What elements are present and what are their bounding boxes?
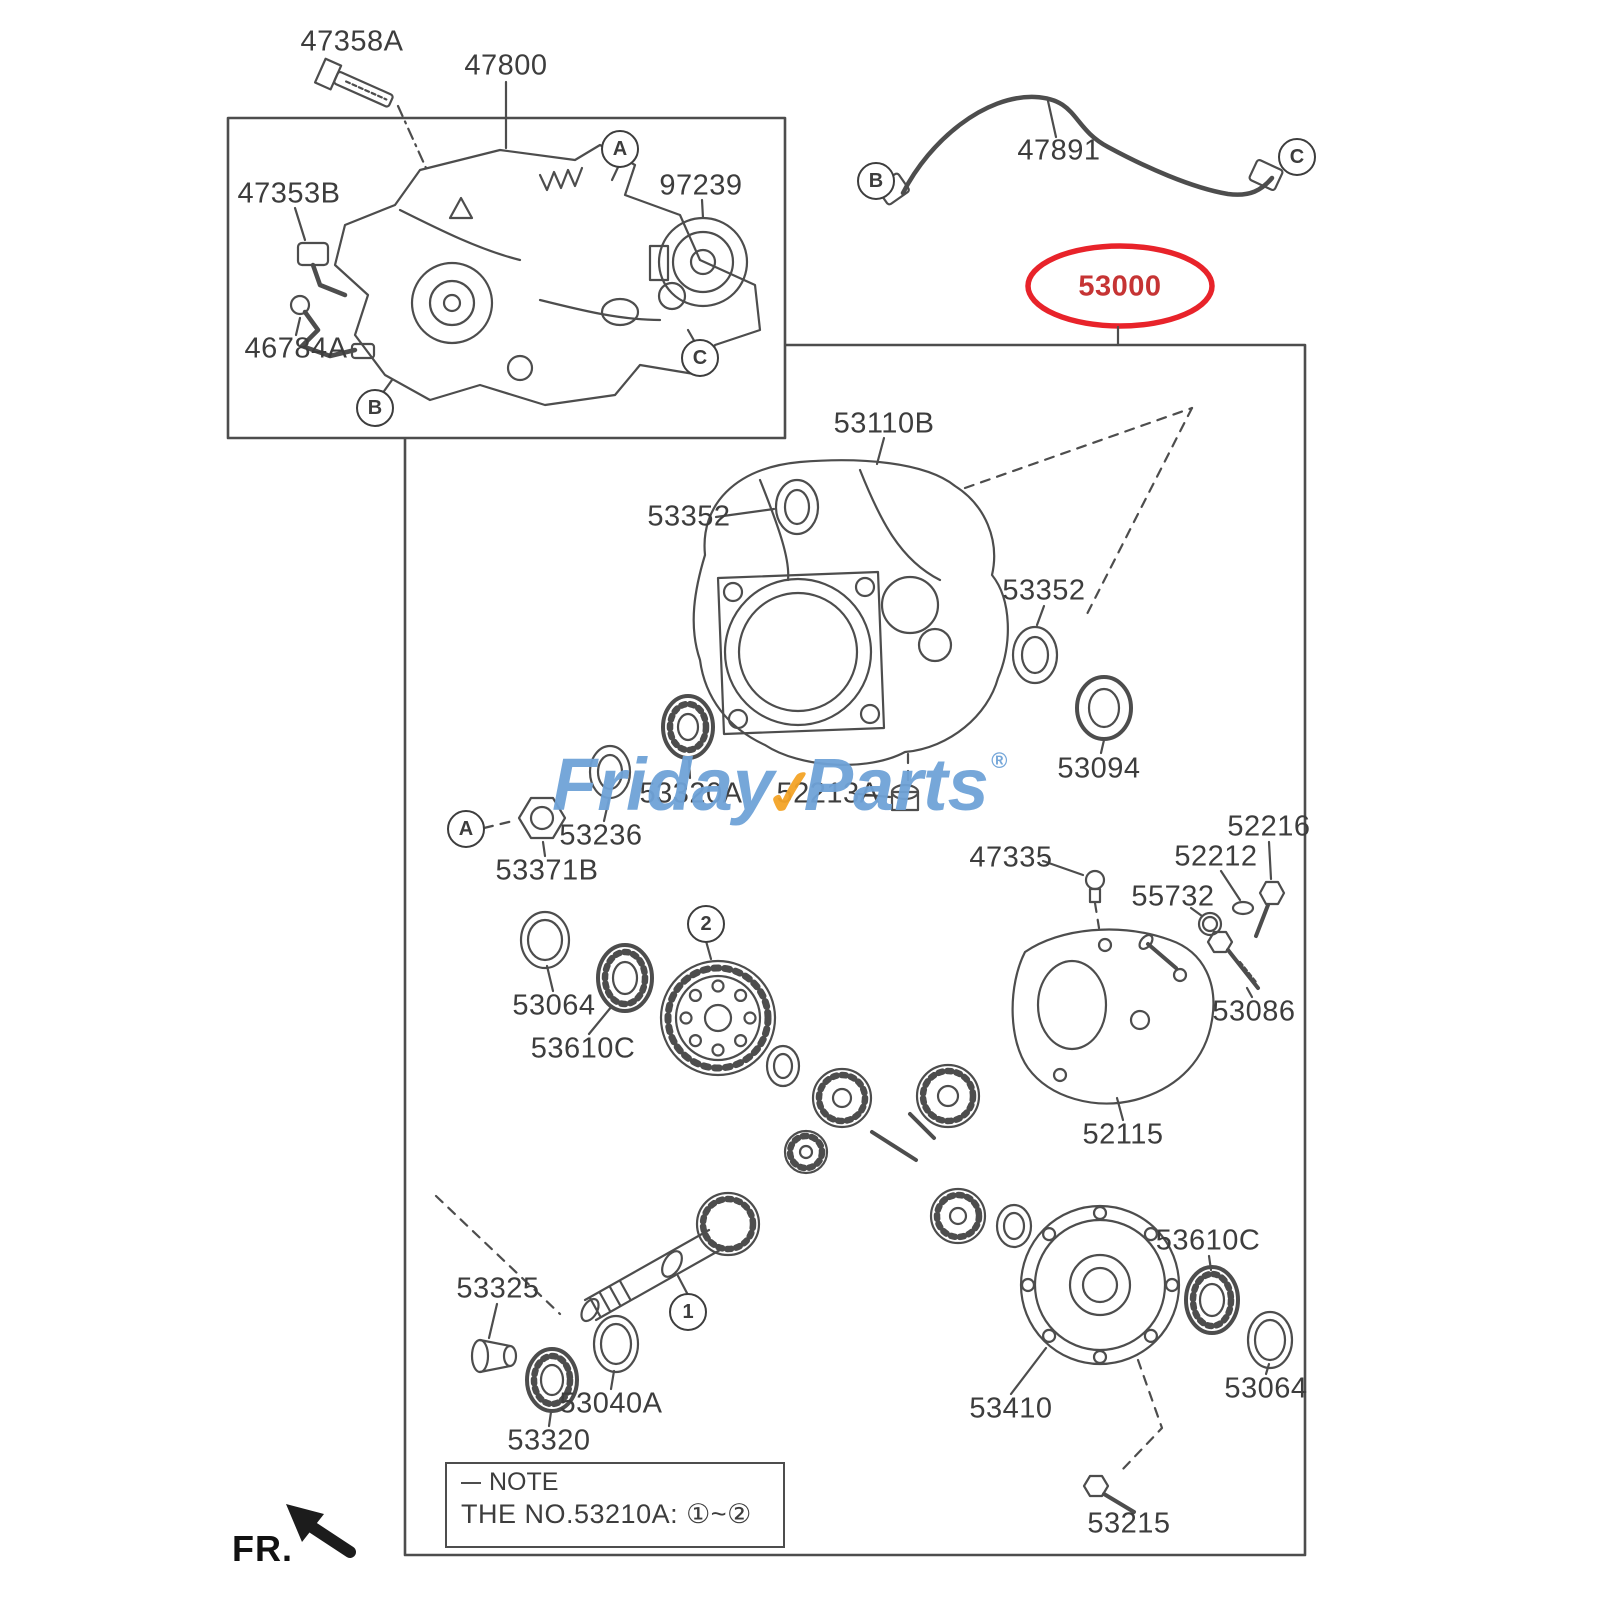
nut-53371b-drawing (482, 796, 567, 858)
bevel-gear-lower-drawing (929, 1187, 1033, 1249)
part-label-53086: 53086 (1212, 995, 1296, 1028)
ring-gear-drawing (659, 939, 777, 1077)
part-label-53320a: 53320A (639, 777, 743, 810)
breather-47335-drawing (1041, 859, 1106, 930)
carrier-53110b-drawing (692, 436, 1009, 766)
dowel-pin-drawing (1138, 933, 1178, 970)
part-label-47891: 47891 (1017, 134, 1101, 167)
shim-53064-left-drawing (519, 910, 571, 993)
part-label-52216: 52216 (1227, 810, 1311, 843)
plug-52213a-drawing (856, 752, 920, 812)
part-label-52115: 52115 (1082, 1118, 1164, 1151)
bearing-53320-drawing (525, 1347, 579, 1428)
part-label-47358a: 47358A (300, 25, 404, 58)
part-label-53215: 53215 (1087, 1507, 1171, 1540)
part-label-53110b: 53110B (833, 407, 935, 440)
washer-pair-drawing (765, 1044, 801, 1088)
side-gear-right-drawing (915, 1063, 981, 1129)
bolt-53215-drawing (1082, 1474, 1136, 1514)
callout-b-bracket: B (356, 389, 394, 427)
callout-a-carrier: A (447, 810, 485, 848)
callout-2-ring-gear: 2 (687, 905, 725, 943)
highlight-ellipse-53000 (1025, 243, 1215, 347)
bracket-assembly-drawing (333, 143, 762, 407)
part-label-53325: 53325 (456, 1272, 540, 1305)
bolt-47358a-drawing (313, 57, 394, 108)
part-label-53610c-left: 53610C (530, 1032, 636, 1065)
main-assembly-box (403, 343, 1307, 1557)
part-label-52213a: 52213A (776, 777, 880, 810)
part-label-53040a: 53040A (559, 1387, 663, 1420)
part-label-53371b: 53371B (495, 854, 599, 887)
callout-a-bracket: A (601, 130, 639, 168)
part-label-53410: 53410 (969, 1392, 1053, 1425)
fr-label: FR. (232, 1528, 293, 1569)
ring-53040a-drawing (592, 1314, 640, 1391)
part-label-53064-left: 53064 (512, 989, 596, 1022)
part-label-97239: 97239 (659, 169, 743, 202)
pinion-gear-small-drawing (783, 1129, 829, 1175)
pinion-shaft-drawing (434, 1191, 761, 1323)
connector-47353b-drawing (296, 241, 348, 298)
callout-c-bracket: C (681, 339, 719, 377)
part-label-55732: 55732 (1131, 880, 1215, 913)
part-label-53352-left: 53352 (647, 500, 731, 533)
part-label-53610c-right: 53610C (1155, 1224, 1261, 1257)
note-body: THE NO.53210A: ①~② (461, 1499, 752, 1529)
side-gear-left-drawing (811, 1067, 873, 1129)
part-label-47335: 47335 (969, 841, 1053, 874)
bearing-53610c-left-drawing (587, 943, 654, 1036)
bracket-assembly-box (226, 116, 787, 440)
part-label-53352-right: 53352 (1002, 574, 1086, 607)
part-label-47353b: 47353B (237, 177, 341, 210)
cross-shaft-drawing (870, 1112, 936, 1162)
fr-direction-arrow-icon (286, 1504, 356, 1558)
note-box: NOTE THE NO.53210A: ①~② (445, 1462, 785, 1548)
bolt-52216-drawing (1254, 840, 1286, 938)
part-label-47800: 47800 (464, 49, 548, 82)
wiring-46784a-drawing (289, 294, 376, 360)
seal-53352-right-drawing (1011, 604, 1059, 685)
washer-52212-drawing (1219, 869, 1255, 916)
bolt-leader-dashed (396, 104, 428, 170)
part-label-52212: 52212 (1174, 840, 1258, 873)
part-label-53064-right: 53064 (1224, 1372, 1308, 1405)
bearing-53094-drawing (1075, 675, 1133, 755)
bolt-53086-drawing (1206, 930, 1260, 999)
part-label-53000-highlighted: 53000 (1078, 270, 1162, 303)
ring-53236-drawing (588, 744, 632, 823)
callout-b-harness: B (857, 162, 895, 200)
seal-53352-left-drawing (714, 478, 820, 536)
callout-1-pinion: 1 (669, 1293, 707, 1331)
callout-c-harness: C (1278, 138, 1316, 176)
part-label-53320: 53320 (507, 1424, 591, 1457)
oring-55732-drawing (1189, 906, 1223, 937)
shim-53064-right-drawing (1246, 1310, 1294, 1376)
bushing-53325-drawing (470, 1302, 518, 1374)
note-heading: NOTE (461, 1468, 773, 1497)
part-label-53094: 53094 (1057, 752, 1141, 785)
bearing-53320a-drawing (661, 694, 715, 780)
bearing-53610c-right-drawing (1184, 1254, 1240, 1335)
construction-dashed-lines (963, 406, 1194, 620)
part-label-53236: 53236 (559, 819, 643, 852)
cover-52115-drawing (1011, 928, 1215, 1122)
diff-case-53410-drawing (1009, 1204, 1181, 1472)
part-label-46784a: 46784A (244, 332, 348, 365)
